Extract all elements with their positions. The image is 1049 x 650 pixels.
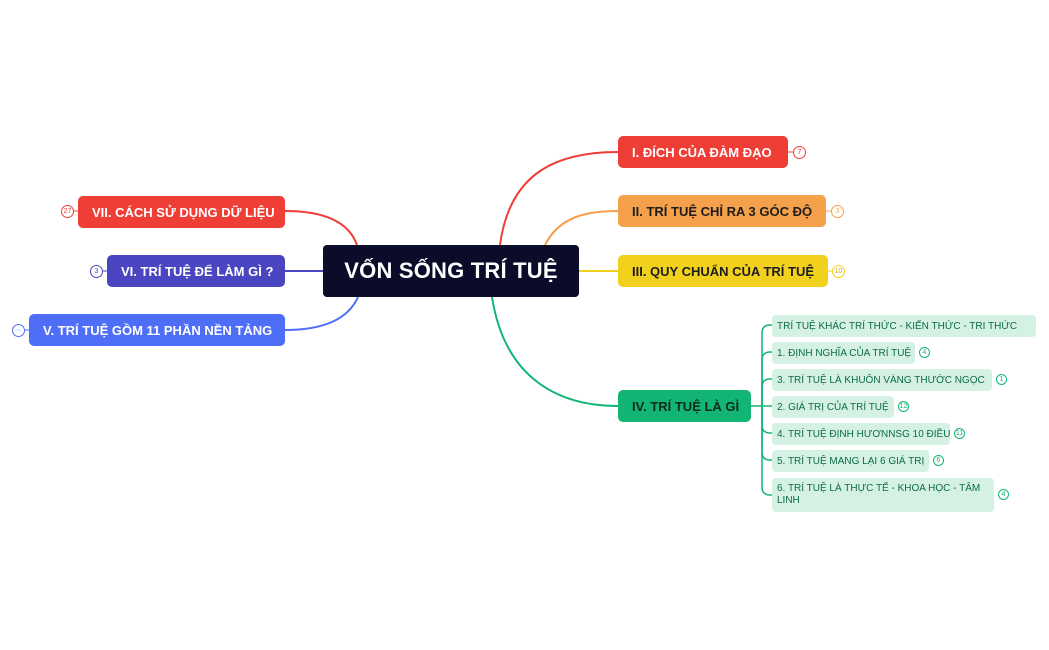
- subtopic-item[interactable]: 1. ĐỊNH NGHĨA CỦA TRÍ TUỆ: [772, 342, 915, 364]
- collapse-count-badge[interactable]: 7: [793, 146, 806, 159]
- branch-cach-su-dung-du-lieu[interactable]: VII. CÁCH SỬ DỤNG DỮ LIỆU: [78, 196, 285, 228]
- branch-tri-tue-chi-ra-3-goc-do[interactable]: II. TRÍ TUỆ CHỈ RA 3 GÓC ĐỘ: [618, 195, 826, 227]
- branch-label: III. QUY CHUẨN CỦA TRÍ TUỆ: [632, 263, 815, 279]
- subtopic-item[interactable]: 6. TRÍ TUỆ LÀ THỰC TẾ - KHOA HỌC - TÂM L…: [772, 478, 994, 512]
- branch-tri-tue-de-lam-gi[interactable]: VI. TRÍ TUỆ ĐỂ LÀM GÌ ?: [107, 255, 285, 287]
- badge-stems: [25, 151, 832, 331]
- branch-label: II. TRÍ TUỆ CHỈ RA 3 GÓC ĐỘ: [632, 203, 813, 219]
- subtopic-item[interactable]: 3. TRÍ TUỆ LÀ KHUÔN VÀNG THƯỚC NGỌC: [772, 369, 992, 391]
- branch-tri-tue-la-gi[interactable]: IV. TRÍ TUỆ LÀ GÌ: [618, 390, 751, 422]
- subtopic-item[interactable]: 4. TRÍ TUỆ ĐỊNH HƯƠNNSG 10 ĐIỀU: [772, 423, 950, 445]
- collapse-count-badge[interactable]: 11: [954, 428, 965, 439]
- branch-label: VII. CÁCH SỬ DỤNG DỮ LIỆU: [92, 204, 275, 220]
- collapse-count-badge[interactable]: 12: [898, 401, 909, 412]
- collapse-count-badge[interactable]: 3: [90, 265, 103, 278]
- link-b5: [284, 296, 359, 331]
- branch-tri-tue-gom-11-phan-nen-tang[interactable]: V. TRÍ TUỆ GỒM 11 PHẦN NỀN TẢNG: [29, 314, 285, 346]
- collapse-count-badge[interactable]: 1: [996, 374, 1007, 385]
- branch-label: VI. TRÍ TUỆ ĐỂ LÀM GÌ ?: [121, 263, 274, 279]
- central-topic-label: VỐN SỐNG TRÍ TUỆ: [344, 258, 558, 283]
- collapse-count-badge[interactable]: 4: [998, 489, 1009, 500]
- subtopic-item[interactable]: TRÍ TUỆ KHÁC TRÍ THỨC - KIẾN THỨC - TRI …: [772, 315, 1036, 337]
- branch-label: I. ĐÍCH CỦA ĐÀM ĐẠO: [632, 144, 772, 160]
- branch-quy-chuan-cua-tri-tue[interactable]: III. QUY CHUẨN CỦA TRÍ TUỆ: [618, 255, 828, 287]
- subtopic-item[interactable]: 5. TRÍ TUỆ MANG LẠI 6 GIÁ TRỊ: [772, 450, 929, 472]
- collapse-count-badge[interactable]: 4: [919, 347, 930, 358]
- link-b4: [491, 296, 619, 407]
- collapse-count-badge[interactable]: 27: [61, 205, 74, 218]
- collapse-count-badge[interactable]: 3: [831, 205, 844, 218]
- expand-more-badge[interactable]: ···: [12, 324, 25, 337]
- collapse-count-badge[interactable]: 10: [832, 265, 845, 278]
- central-topic[interactable]: VỐN SỐNG TRÍ TUỆ: [323, 245, 579, 297]
- link-b1: [499, 151, 619, 246]
- branch-label: IV. TRÍ TUỆ LÀ GÌ: [632, 398, 740, 414]
- branch-dich-cua-dam-dao[interactable]: I. ĐÍCH CỦA ĐÀM ĐẠO: [618, 136, 788, 168]
- link-b4-subtopics: [751, 324, 772, 496]
- collapse-count-badge[interactable]: 6: [933, 455, 944, 466]
- subtopic-item[interactable]: 2. GIÁ TRỊ CỦA TRÍ TUỆ: [772, 396, 894, 418]
- branch-label: V. TRÍ TUỆ GỒM 11 PHẦN NỀN TẢNG: [43, 322, 273, 338]
- link-b2: [544, 210, 619, 246]
- link-b7: [284, 210, 358, 246]
